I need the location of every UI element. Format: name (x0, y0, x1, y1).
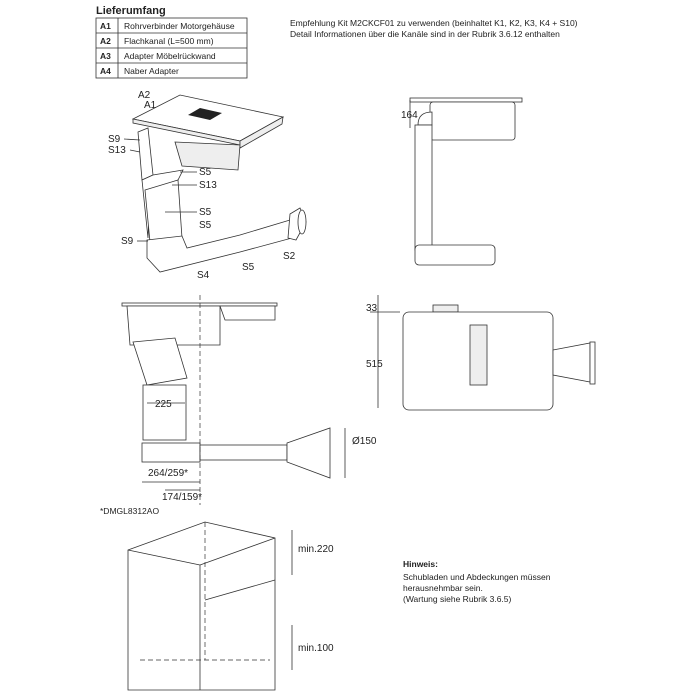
dim-duct-width: 225 (155, 399, 172, 410)
dim-diameter: Ø150 (352, 436, 377, 447)
recommendation-line-2: Detail Informationen über die Kanäle sin… (290, 29, 560, 39)
cabinet: min.220 min.100 (127, 521, 334, 691)
isometric-view (131, 94, 307, 273)
front-view: 225 264/259* 174/159* Ø150 *DMGL8312AO (100, 295, 377, 516)
scope-table: A1 Rohrverbinder Motorgehäuse A2 Flachka… (95, 17, 248, 79)
note-line-3: (Wartung siehe Rubrik 3.6.5) (403, 594, 512, 604)
dim-depth: 515 (366, 359, 383, 370)
top-view: 33 515 (366, 295, 596, 411)
label-a1: A1 (144, 100, 157, 111)
label-s13: S13 (108, 145, 126, 156)
label-s9: S9 (121, 236, 134, 247)
table-code: A2 (100, 36, 111, 46)
label-s5: S5 (242, 262, 255, 273)
table-code: A4 (100, 66, 111, 76)
table-code: A3 (100, 51, 111, 61)
label-s5: S5 (199, 220, 212, 231)
dim-offset: 174/159* (162, 492, 202, 503)
label-s5: S5 (199, 207, 212, 218)
label-s13: S13 (199, 180, 217, 191)
label-a2: A2 (138, 90, 151, 101)
footnote: *DMGL8312AO (100, 506, 159, 516)
recommendation-line-1: Empfehlung Kit M2CKCF01 zu verwenden (be… (290, 18, 578, 28)
table-description: Flachkanal (L=500 mm) (124, 36, 214, 46)
note-line-2: herausnehmbar sein. (403, 583, 483, 593)
table-description: Rohrverbinder Motorgehäuse (124, 21, 235, 31)
label-s4: S4 (197, 270, 210, 281)
note: Hinweis: Schubladen und Abdeckungen müss… (403, 559, 551, 604)
table-description: Naber Adapter (124, 66, 179, 76)
dim-side-height: 164 (401, 110, 418, 121)
side-view: 164 (401, 97, 523, 266)
table-description: Adapter Möbelrückwand (124, 51, 216, 61)
label-s2: S2 (283, 251, 296, 262)
dim-min-100: min.100 (298, 643, 334, 654)
label-s9: S9 (108, 134, 121, 145)
note-title: Hinweis: (403, 559, 438, 569)
dim-min-220: min.220 (298, 544, 334, 555)
part-labels: A2 A1 S9 S13 S5 S13 S5 S5 S9 S4 S5 S2 (108, 90, 296, 281)
note-line-1: Schubladen und Abdeckungen müssen (403, 572, 551, 582)
label-s5: S5 (199, 167, 212, 178)
dim-top: 33 (366, 303, 378, 314)
dim-base-width: 264/259* (148, 468, 188, 479)
table-code: A1 (100, 21, 111, 31)
section-title: Lieferumfang (96, 5, 166, 17)
